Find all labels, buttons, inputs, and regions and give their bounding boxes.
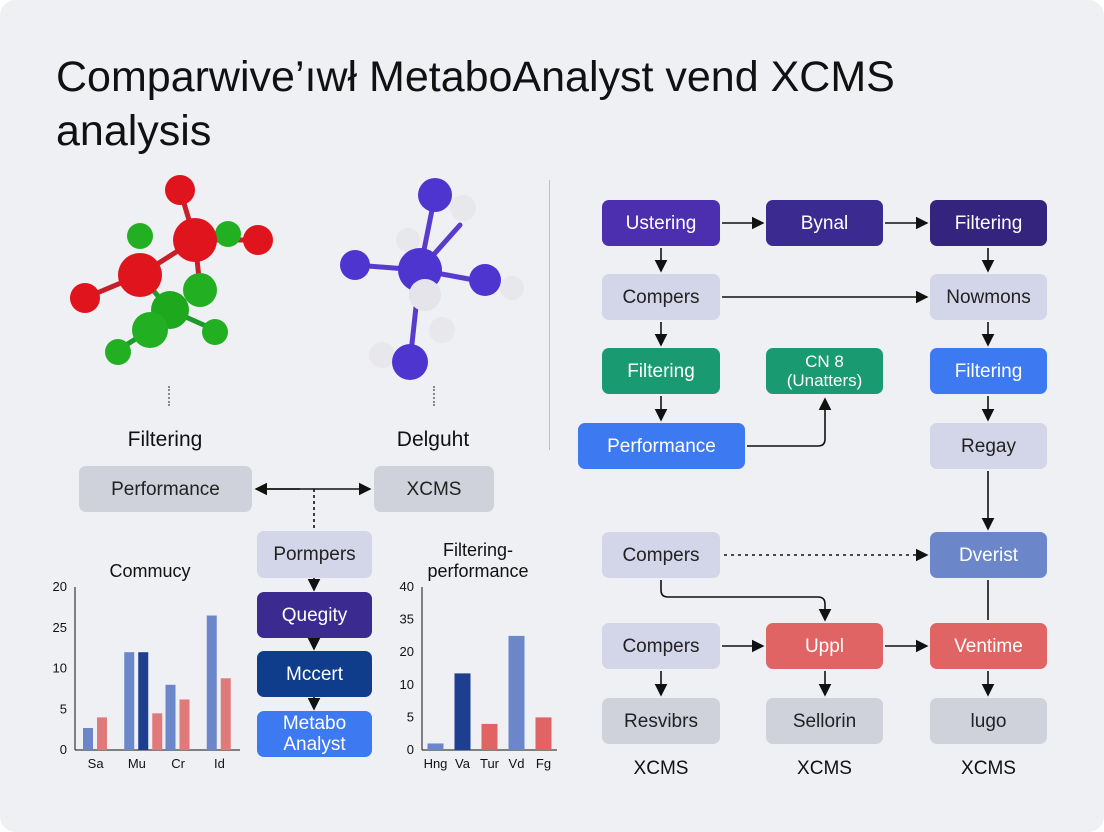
chart1-bar (152, 713, 163, 750)
chart1-y-tick: 5 (60, 701, 67, 716)
molecule-left-image (70, 175, 273, 365)
chart1-y-tick: 10 (53, 661, 67, 676)
chart2-y-tick: 5 (407, 709, 414, 724)
chart1-y-tick: 20 (53, 579, 67, 594)
flow-r2-c3: Nowmons (930, 274, 1047, 320)
chart1-bar (165, 684, 176, 750)
chart2-y-tick: 40 (400, 579, 414, 594)
stack-step-1: Pormpers (257, 531, 372, 578)
flow-r1-c1: Ustering (602, 200, 720, 246)
flow-r7-c2: Sellorin (766, 698, 883, 744)
chart1-bar (138, 652, 149, 750)
flow-r5-c1: Compers (602, 532, 720, 578)
flow-r1-c3: Filtering (930, 200, 1047, 246)
chart1-bar (97, 717, 107, 750)
flow-r4-c3: Regay (930, 423, 1047, 469)
footer-label-3: XCMS (961, 758, 1016, 779)
flow-r6-c2: Uppl (766, 623, 883, 669)
chart1-bar (206, 615, 217, 750)
chart1-x-tick: Sa (88, 756, 105, 771)
molecule-right-label: Delguht (396, 428, 470, 451)
page-title: Comparwive’ıwł MetaboAnalyst vend XCMS a… (56, 53, 895, 155)
footer-label-2: XCMS (797, 758, 852, 779)
xcms-box: XCMS (374, 466, 494, 512)
chart1-y-tick: 25 (53, 620, 67, 635)
dotted-connector (433, 386, 435, 406)
chart1-x-tick: Mu (128, 756, 146, 771)
flow-r2-c1: Compers (602, 274, 720, 320)
chart1-bar (220, 678, 231, 750)
chart2-bar (508, 635, 525, 750)
molecule-left-label: Filtering (127, 428, 203, 451)
flow-r3-c2: CN 8 (Unatters) (766, 348, 883, 394)
performance-box: Performance (79, 466, 252, 512)
chart2-bar (535, 717, 552, 750)
stack-step-3: Mccert (257, 651, 372, 697)
flow-r6-c3: Ventime (930, 623, 1047, 669)
chart2-y-tick: 35 (400, 612, 414, 627)
flow-r6-c1: Compers (602, 623, 720, 669)
chart2-y-tick: 20 (400, 644, 414, 659)
chart2-x-tick: Tur (480, 756, 500, 771)
chart1-bar (124, 652, 135, 750)
chart2-x-tick: Fg (536, 756, 551, 771)
chart2-bar (481, 723, 498, 750)
chart2-bar (427, 743, 444, 750)
flow-r4-c1: Performance (578, 423, 745, 469)
stack-step-2: Quegity (257, 592, 372, 638)
stack-step-4: Metabo Analyst (257, 711, 372, 757)
flow-r7-c3: lugo (930, 698, 1047, 744)
flow-r1-c2: Bynal (766, 200, 883, 246)
chart1-x-tick: Cr (171, 756, 185, 771)
chart2-x-tick: Hng (424, 756, 448, 771)
chart2-x-tick: Vd (509, 756, 525, 771)
chart1-bar (83, 727, 93, 750)
chart1-bar (179, 699, 190, 750)
chart2-bar (454, 673, 471, 750)
flow-r3-c1: Filtering (602, 348, 720, 394)
chart2-y-tick: 0 (407, 742, 414, 757)
flow-r5-c3: Dverist (930, 532, 1047, 578)
chart1-y-tick: 0 (60, 742, 67, 757)
chart2-y-tick: 10 (400, 677, 414, 692)
panel-divider (549, 180, 550, 450)
dotted-connector (168, 386, 170, 406)
chart2-x-tick: Va (455, 756, 471, 771)
flow-r3-c3: Filtering (930, 348, 1047, 394)
chart1-x-tick: Id (214, 756, 225, 771)
molecule-right-image (340, 178, 524, 380)
footer-label-1: XCMS (633, 758, 689, 779)
chart2-title: Filtering-performance (427, 540, 529, 581)
chart1-title: Commucy (109, 561, 191, 581)
flow-r7-c1: Resvibrs (602, 698, 720, 744)
